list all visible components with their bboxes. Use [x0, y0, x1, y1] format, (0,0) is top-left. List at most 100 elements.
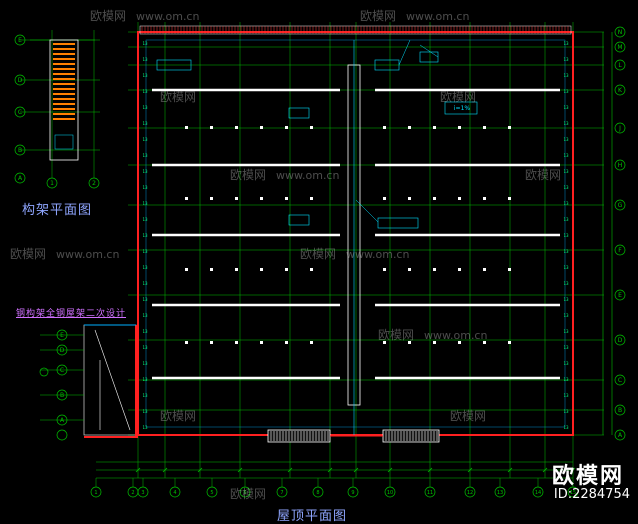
- edge-dimension: 13: [563, 201, 569, 206]
- axis-label: H: [618, 162, 623, 169]
- roof-drain: [483, 268, 486, 271]
- axis-label: 3: [141, 490, 144, 496]
- edge-dimension: 13: [563, 249, 569, 254]
- edge-dimension: 13: [142, 57, 148, 62]
- roof-drain: [235, 268, 238, 271]
- axis-label: 10: [387, 490, 393, 496]
- axis-label: 2: [131, 490, 134, 496]
- axis-bubble: [56, 389, 68, 401]
- axis-label: D: [18, 77, 23, 84]
- axis-label: G: [618, 202, 623, 209]
- frame-tag: [54, 134, 74, 150]
- edge-dimension: 13: [563, 169, 569, 174]
- dimension-tick: [507, 467, 513, 473]
- edge-dimension: 13: [142, 409, 148, 414]
- roof-drain: [210, 341, 213, 344]
- axis-bubble: [88, 177, 100, 189]
- axis-bubble: [614, 289, 626, 301]
- edge-dimension: 13: [563, 345, 569, 350]
- axis-label: N: [618, 29, 623, 36]
- edge-dimension: 13: [563, 265, 569, 270]
- axis-label: 6: [243, 490, 246, 496]
- edge-dimension: 13: [142, 153, 148, 158]
- axis-label: C: [60, 367, 64, 374]
- edge-dimension: 13: [142, 249, 148, 254]
- axis-bubble: [614, 84, 626, 96]
- axis-bubble: [56, 429, 68, 441]
- edge-dimension: 13: [563, 89, 569, 94]
- edge-dimension: 13: [142, 121, 148, 126]
- axis-bubble: [56, 414, 68, 426]
- axis-bubble: [614, 122, 626, 134]
- axis-label: 1: [94, 490, 97, 496]
- dimension-tick: [467, 467, 473, 473]
- axis-bubble: [614, 244, 626, 256]
- edge-dimension: 13: [563, 425, 569, 430]
- axis-label: A: [618, 432, 623, 439]
- roof-drain: [185, 197, 188, 200]
- edge-dimension: 13: [142, 265, 148, 270]
- edge-dimension: 13: [563, 185, 569, 190]
- edge-dimension: 13: [563, 217, 569, 222]
- roof-drain: [433, 197, 436, 200]
- annotation-tag: [288, 107, 310, 119]
- roof-drain: [433, 126, 436, 129]
- edge-dimension: 13: [142, 89, 148, 94]
- axis-bubble: [56, 364, 68, 376]
- roof-access-hatch: [382, 429, 440, 443]
- edge-dimension: 13: [563, 329, 569, 334]
- axis-bubble: [14, 74, 26, 86]
- roof-drain: [508, 197, 511, 200]
- edge-dimension: 13: [142, 137, 148, 142]
- roof-drain: [408, 268, 411, 271]
- axis-label: C: [618, 377, 622, 384]
- roof-drain: [285, 126, 288, 129]
- asset-id: ID:2284754: [553, 487, 630, 502]
- edge-dimension: 13: [142, 393, 148, 398]
- axis-label: J: [618, 125, 621, 132]
- axis-label: 12: [467, 490, 473, 496]
- edge-dimension: 13: [563, 409, 569, 414]
- axis-bubble: [614, 159, 626, 171]
- edge-dimension: 13: [142, 297, 148, 302]
- roof-plan: 13 13 13 13 13 13 13 13 13 13 13 13 13 13 13 13 13 13 13 13…: [137, 25, 574, 443]
- axis-label: 14: [535, 490, 541, 496]
- roof-drain: [408, 197, 411, 200]
- stair-diagonal: [94, 329, 131, 431]
- frame-plan-title: 构架平面图: [22, 203, 93, 218]
- roof-drain: [260, 341, 263, 344]
- edge-dimension: 13: [142, 345, 148, 350]
- edge-dimension: 13: [563, 153, 569, 158]
- slope-label: i=1%: [454, 105, 471, 112]
- roof-drain: [185, 268, 188, 271]
- roof-drain: [483, 126, 486, 129]
- axis-label: D: [618, 337, 623, 344]
- axis-label: 15: [570, 490, 576, 496]
- dimension-tick: [353, 467, 359, 473]
- axis-bubble: [614, 374, 626, 386]
- edge-dimension: 13: [563, 73, 569, 78]
- axis-bubble: [614, 404, 626, 416]
- edge-dimension: 13: [563, 105, 569, 110]
- leader-line: [355, 199, 379, 223]
- roof-drain: [383, 341, 386, 344]
- axis-label: 8: [316, 490, 319, 496]
- frame-outline: [49, 39, 79, 161]
- exterior-wall: [137, 31, 574, 436]
- edge-dimension: 13: [142, 73, 148, 78]
- edge-dimension: 13: [563, 281, 569, 286]
- site-logo: 欧模网: [551, 464, 624, 489]
- axis-bubble: [46, 177, 58, 189]
- dimension-tick: [570, 467, 576, 473]
- axis-label: 9: [351, 490, 354, 496]
- roof-drain: [260, 268, 263, 271]
- axis-bubble: [56, 344, 68, 356]
- axis-label: F: [618, 247, 622, 254]
- roof-drain: [458, 197, 461, 200]
- axis-label: B: [18, 147, 22, 154]
- axis-label: E: [60, 332, 64, 339]
- edge-dimension: 13: [142, 377, 148, 382]
- edge-dimension: 13: [563, 377, 569, 382]
- edge-dimension: 13: [563, 313, 569, 318]
